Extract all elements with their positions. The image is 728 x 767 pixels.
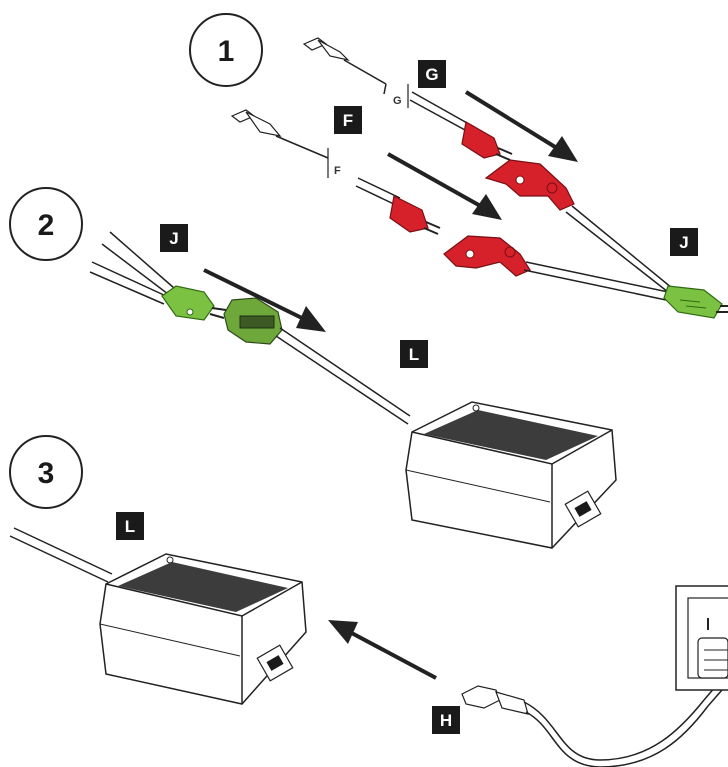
green-clip: [223, 297, 411, 425]
step-3-circle: [9, 435, 83, 509]
svg-text:F: F: [343, 111, 353, 130]
label-h: [432, 706, 460, 734]
cable-mark-g: G: [393, 95, 402, 107]
step-2-number: 2: [38, 209, 55, 242]
red-clip-f: [443, 235, 531, 277]
step-1-number: 1: [218, 35, 235, 68]
step-3: 3 L H: [9, 435, 728, 767]
svg-text:G: G: [425, 65, 438, 84]
svg-text:L: L: [125, 517, 135, 536]
cable-f: F: [230, 109, 669, 301]
wall-outlet-icon: [675, 585, 728, 691]
step-2: 2 J L: [9, 187, 617, 549]
power-adapter-icon: [405, 401, 617, 549]
step-2-circle: [9, 187, 83, 261]
cable-g: G: [302, 37, 673, 293]
step-1-circle: [189, 13, 263, 87]
label-f: [334, 106, 362, 134]
svg-text:L: L: [409, 345, 419, 364]
step-3-number: 3: [38, 457, 55, 490]
svg-text:J: J: [169, 229, 178, 248]
label-j-right: [670, 228, 698, 256]
red-plug-g: [461, 121, 501, 159]
arrow-icon: [464, 90, 578, 162]
label-l-step2: [400, 340, 428, 368]
power-adapter-icon: [99, 553, 307, 705]
green-connector-j-right: [663, 285, 728, 319]
label-g: [418, 60, 446, 88]
svg-text:H: H: [440, 711, 452, 730]
arrow-icon: [328, 620, 437, 680]
plug-icon: [461, 685, 723, 767]
arrow-icon: [203, 268, 326, 332]
svg-text:J: J: [679, 233, 688, 252]
red-clip-g: [484, 159, 575, 211]
step-1: 1 G G: [189, 13, 728, 319]
cable-mark-f: F: [334, 165, 341, 177]
label-j-left: [160, 224, 188, 252]
red-plug-f: [389, 195, 429, 233]
arrow-icon: [387, 152, 502, 220]
label-l-step3: [116, 512, 144, 540]
green-connector-j-left: [161, 285, 227, 321]
